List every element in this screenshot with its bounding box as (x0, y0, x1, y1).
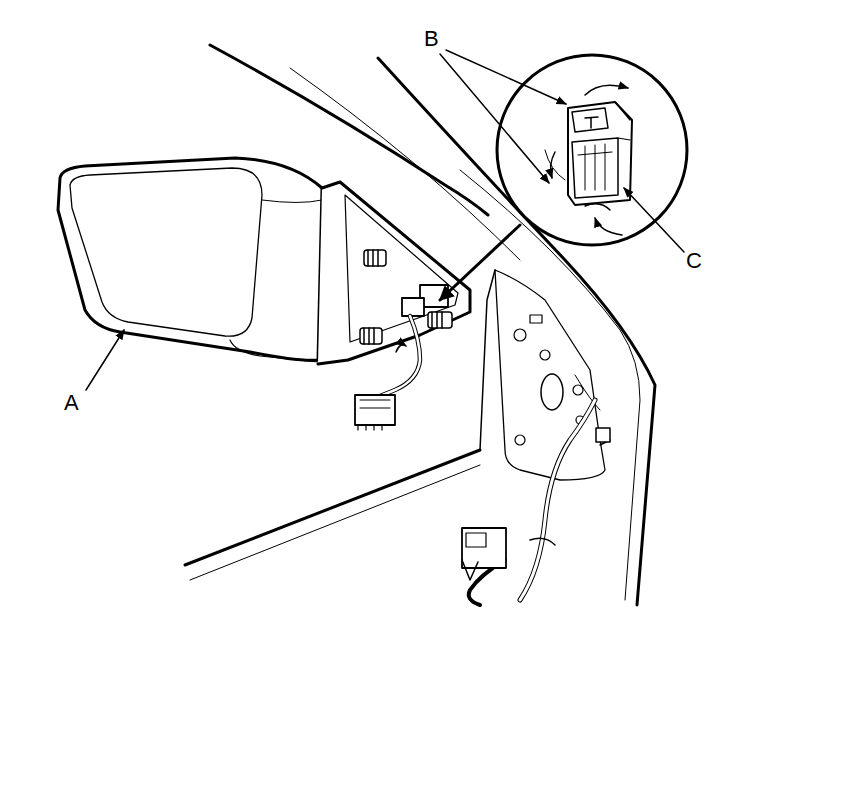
leader-line (440, 54, 549, 183)
leader-line (446, 50, 566, 104)
window-edge (185, 450, 480, 565)
callout-letter: B (424, 28, 439, 50)
callout-letter: A (64, 392, 79, 414)
connector-detail (545, 102, 632, 205)
leader-line (624, 188, 684, 252)
door-mirror (58, 158, 470, 430)
door-connector (462, 528, 506, 580)
callout-letter: C (686, 250, 702, 272)
detail-inset (497, 55, 687, 245)
leader-line (86, 330, 124, 390)
panel-hole (541, 374, 563, 410)
